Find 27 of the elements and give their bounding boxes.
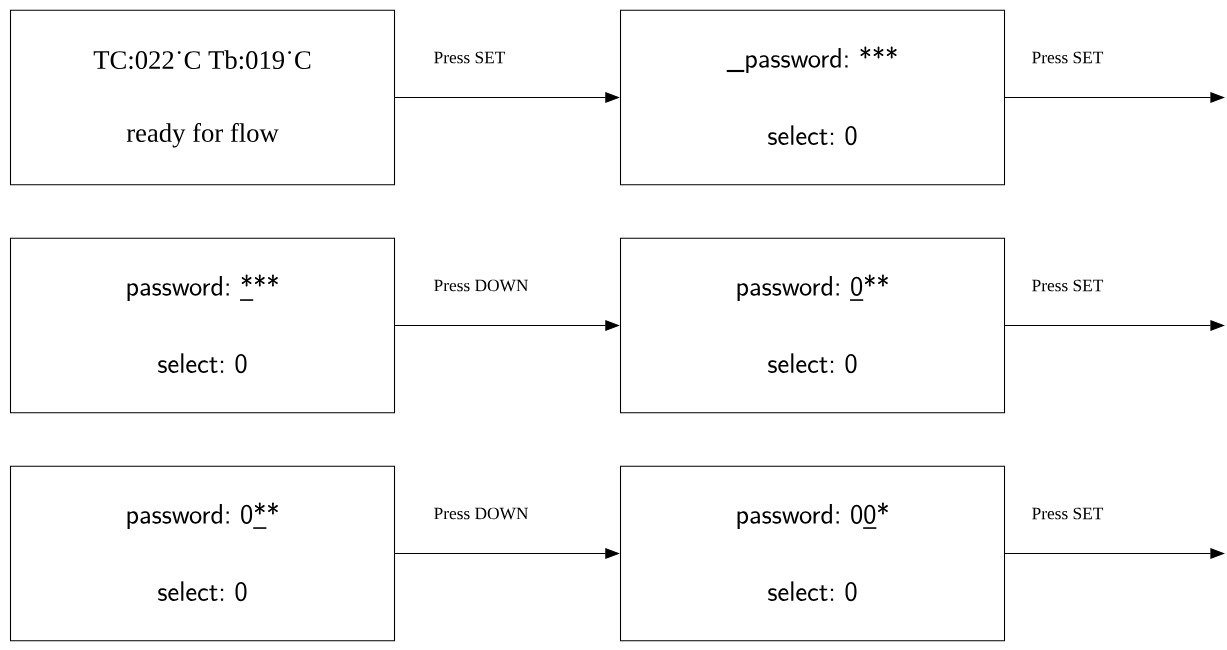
edge-label: Press SET	[434, 51, 506, 64]
display-text: select: 0	[768, 353, 857, 374]
display-text: select: 0	[768, 125, 857, 146]
display-text: select: 0	[768, 581, 857, 602]
display-box	[619, 9, 1006, 186]
display-box	[9, 465, 396, 642]
display-text: select: 0	[158, 581, 247, 602]
edge-label: Press SET	[1032, 507, 1104, 520]
display-text: password: 0**	[127, 502, 278, 529]
edge-label: Press DOWN	[434, 279, 529, 292]
display-text: select: 0	[158, 353, 247, 374]
display-box	[9, 237, 396, 414]
display-text: TC:022˙C Tb:019˙C	[93, 50, 311, 70]
edge-label: Press SET	[1032, 279, 1104, 292]
display-text: password: ***	[127, 274, 278, 301]
display-text: password: 0**	[737, 274, 888, 301]
display-box	[9, 9, 396, 186]
arrow	[1004, 548, 1225, 559]
display-text: ready for flow	[126, 123, 279, 148]
display-text: _password: ***	[726, 46, 897, 73]
arrow	[1004, 320, 1225, 331]
edge-label: Press DOWN	[434, 507, 529, 520]
display-box	[619, 237, 1006, 414]
display-text: password: 00*	[737, 502, 888, 529]
edge-label: Press SET	[1032, 51, 1104, 64]
arrow	[1004, 92, 1225, 103]
display-box	[619, 465, 1006, 642]
